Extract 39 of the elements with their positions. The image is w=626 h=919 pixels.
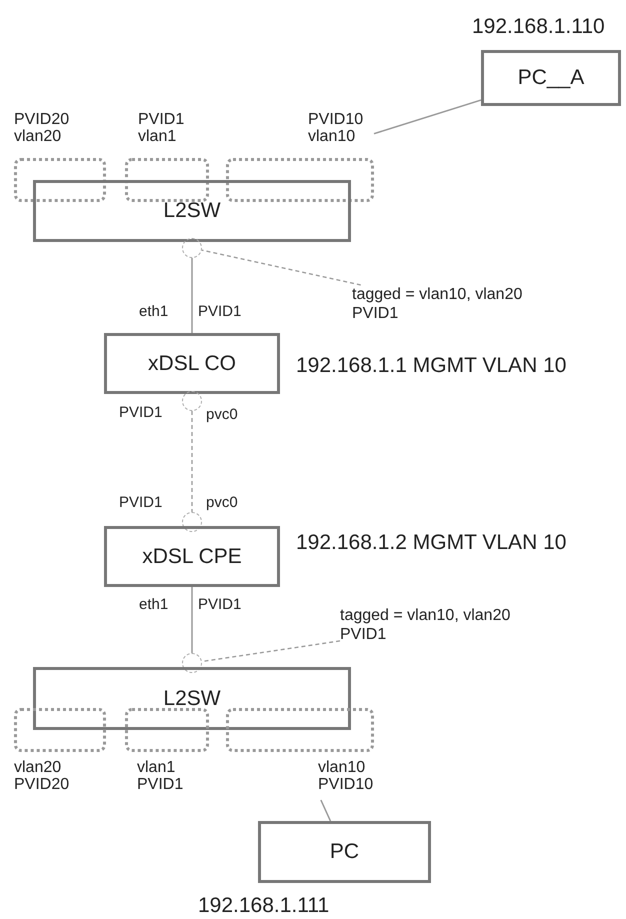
port-circle [182, 238, 202, 258]
port-name-label: PVID1 [119, 404, 162, 421]
ip-address-label: 192.168.1.111 [198, 894, 330, 918]
device-box [33, 180, 351, 242]
device-label: PC [330, 840, 360, 864]
port-name-label: pvc0 [206, 494, 238, 511]
device-box [33, 667, 351, 730]
connection-line [191, 258, 193, 333]
connection-line [191, 587, 193, 653]
note-text: tagged = vlan10, vlan20 PVID1 [340, 607, 510, 644]
port-circle [182, 653, 202, 673]
leader-line [202, 640, 340, 662]
port-label: PVID1 vlan1 [138, 112, 184, 146]
device-label: xDSL CO [148, 352, 236, 376]
connection-line [374, 99, 482, 134]
connection-line [191, 411, 193, 512]
device-label: L2SW [163, 686, 221, 710]
port-label: PVID20 vlan20 [14, 112, 70, 146]
device-label: L2SW [163, 199, 221, 223]
port-name-label: PVID1 [119, 494, 162, 511]
ip-address-label: 192.168.1.1 MGMT VLAN 10 [296, 354, 566, 378]
connection-line [320, 800, 332, 822]
port-name-label: eth1 [139, 303, 168, 320]
port-label: vlan20 PVID20 [14, 760, 70, 794]
port-circle [182, 391, 202, 411]
port-label: vlan1 PVID1 [137, 760, 184, 794]
port-name-label: eth1 [139, 596, 168, 613]
ip-address-label: 192.168.1.110 [472, 15, 605, 39]
port-label: vlan10 PVID10 [318, 760, 374, 794]
ip-address-label: 192.168.1.2 MGMT VLAN 10 [296, 531, 566, 555]
note-text: tagged = vlan10, vlan20 PVID1 [352, 286, 522, 322]
port-circle [182, 512, 202, 532]
port-name-label: pvc0 [206, 406, 238, 423]
leader-line [202, 250, 361, 286]
port-name-label: PVID1 [198, 303, 242, 320]
port-label: PVID10 vlan10 [308, 112, 364, 146]
device-label: PC__A [518, 66, 584, 90]
device-label: xDSL CPE [142, 544, 242, 568]
port-name-label: PVID1 [198, 596, 242, 613]
